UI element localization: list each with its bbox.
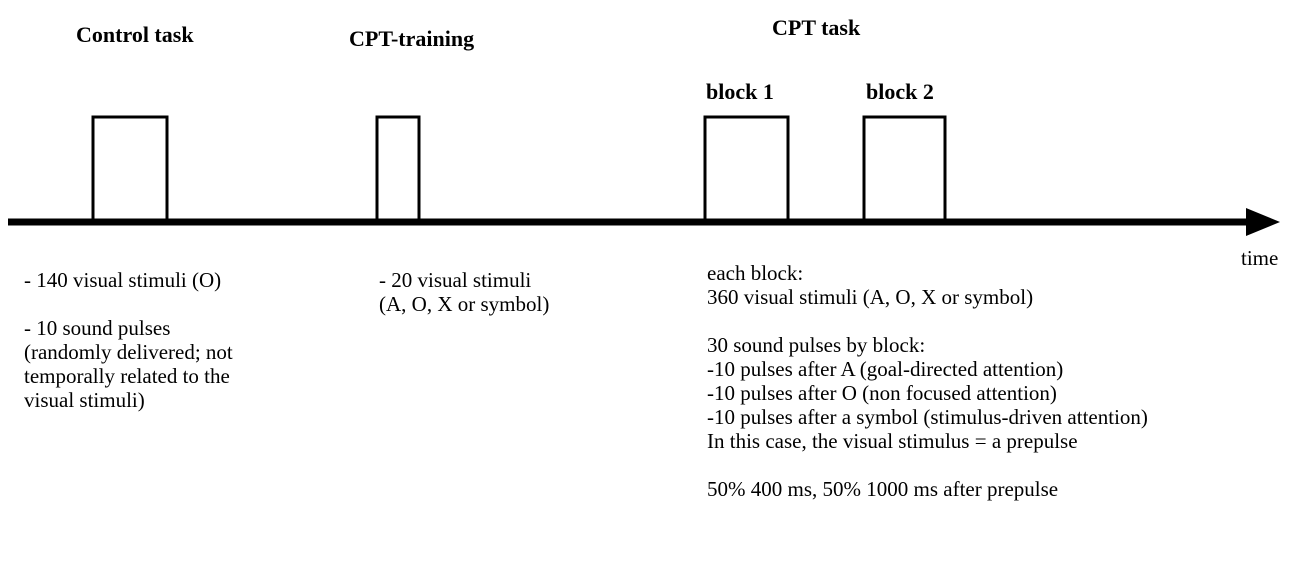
- control-desc-line: - 140 visual stimuli (O): [24, 268, 222, 292]
- cpt-desc-line: -10 pulses after a symbol (stimulus-driv…: [707, 405, 1148, 429]
- cpt-training-heading: CPT-training: [349, 26, 475, 51]
- control-desc-line: visual stimuli): [24, 388, 145, 412]
- control-task-heading: Control task: [76, 22, 194, 47]
- time-axis-arrowhead: [1246, 208, 1280, 236]
- cpt-desc-line: 360 visual stimuli (A, O, X or symbol): [707, 285, 1034, 309]
- cpt-desc-line: -10 pulses after O (non focused attentio…: [707, 381, 1057, 405]
- time-axis-label: time: [1241, 246, 1279, 270]
- control-task-block: [91, 115, 169, 224]
- cpt-block-1: [703, 115, 790, 224]
- cpt-training-description: - 20 visual stimuli (A, O, X or symbol): [379, 268, 549, 316]
- cpt-task-description: each block: 360 visual stimuli (A, O, X …: [707, 261, 1148, 501]
- cpt-desc-line: each block:: [707, 261, 804, 285]
- cpt-block-2: [862, 115, 947, 224]
- cpt-task-heading: CPT task: [772, 15, 861, 40]
- cpt-training-block: [375, 115, 421, 224]
- cpt-desc-line: 30 sound pulses by block:: [707, 333, 926, 357]
- control-desc-line: - 10 sound pulses: [24, 316, 171, 340]
- block-2-heading: block 2: [866, 79, 934, 104]
- training-desc-line: - 20 visual stimuli: [379, 268, 532, 292]
- cpt-desc-line: In this case, the visual stimulus = a pr…: [707, 429, 1078, 453]
- block-1-heading: block 1: [706, 79, 774, 104]
- control-task-description: - 140 visual stimuli (O) - 10 sound puls…: [24, 268, 233, 412]
- control-desc-line: temporally related to the: [24, 364, 230, 388]
- cpt-desc-line: 50% 400 ms, 50% 1000 ms after prepulse: [707, 477, 1059, 501]
- cpt-desc-line: -10 pulses after A (goal-directed attent…: [707, 357, 1064, 381]
- control-desc-line: (randomly delivered; not: [24, 340, 233, 364]
- training-desc-line: (A, O, X or symbol): [379, 292, 550, 316]
- timeline-diagram: [8, 115, 1280, 236]
